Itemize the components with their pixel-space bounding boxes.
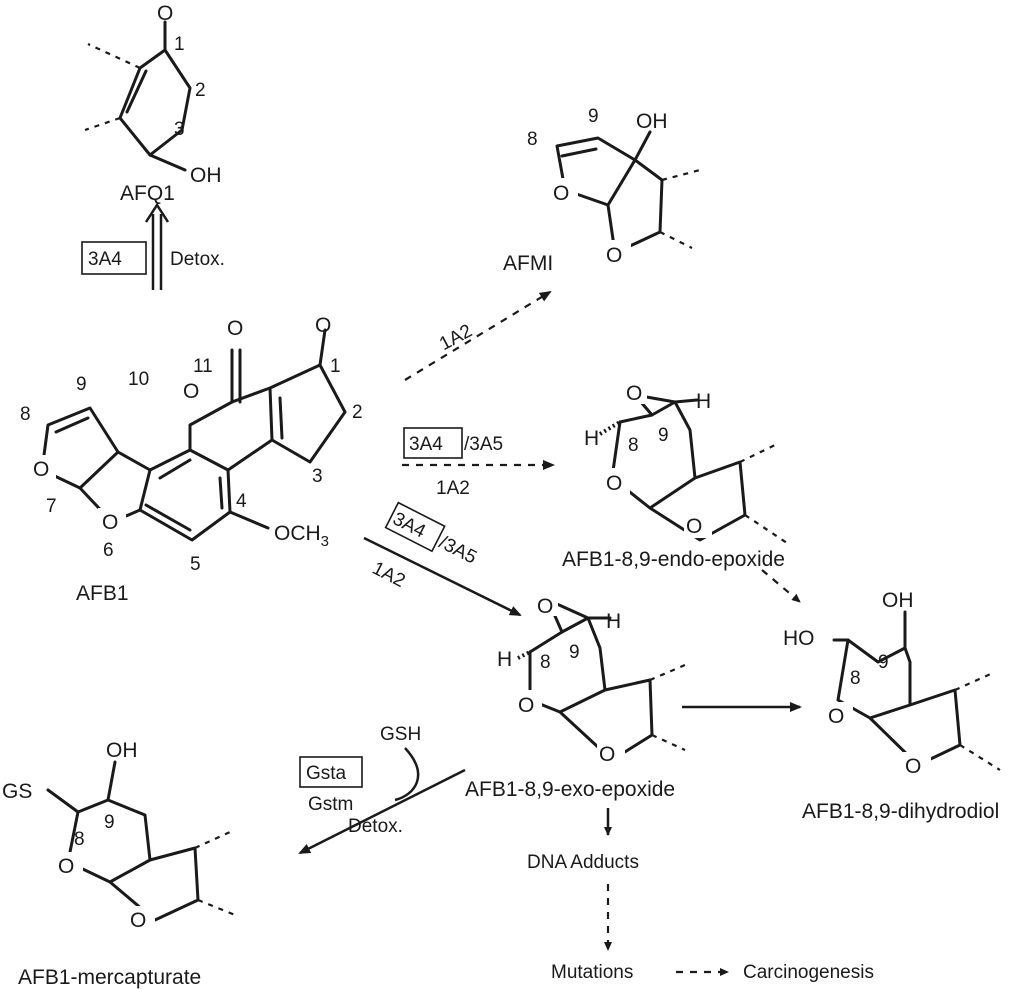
endo-h-8: H bbox=[584, 427, 599, 450]
afmi-ring-o-1: O bbox=[553, 182, 569, 205]
endo-pos-9: 9 bbox=[658, 425, 669, 446]
afb1-pos-2: 2 bbox=[352, 402, 363, 423]
afb1-structure: O O 11 1 2 3 4 5 6 7 8 9 10 O O O OCH3 A… bbox=[20, 314, 363, 605]
afb1-ring-o-6: O bbox=[102, 511, 118, 534]
afq1-label: AFQ1 bbox=[120, 182, 175, 205]
exo-enzyme-3a4: 3A4 bbox=[389, 508, 429, 542]
exo-epoxide-o: O bbox=[537, 595, 553, 618]
afq1-oh: OH bbox=[190, 164, 222, 187]
afb1-pos-3: 3 bbox=[312, 466, 323, 487]
exo-pos-8: 8 bbox=[540, 652, 551, 673]
endo-enzyme-3a4: 3A4 bbox=[409, 434, 443, 455]
exo-enzyme-box bbox=[384, 501, 446, 553]
afb1-lactone-o: O bbox=[227, 317, 243, 340]
mercapturate-pos-8: 8 bbox=[74, 829, 85, 850]
carcinogenesis-label: Carcinogenesis bbox=[743, 962, 874, 983]
mercapturate-gs: GS bbox=[2, 780, 32, 803]
afq1-carbonyl-o: O bbox=[157, 2, 173, 25]
exo-to-mercapturate-arrow: GSH Gsta Gstm Detox. bbox=[298, 724, 466, 855]
gst-enzyme-box bbox=[299, 756, 363, 788]
afb1-to-afq1-arrow: 3A4 Detox. bbox=[81, 202, 225, 290]
gsh-label: GSH bbox=[380, 724, 421, 745]
mercapturate-ring-o-1: O bbox=[58, 855, 74, 878]
afq1-enzyme-3a4: 3A4 bbox=[88, 249, 122, 270]
afb1-to-endo-arrow: 3A4 /3A5 1A2 bbox=[402, 427, 555, 499]
exo-enzyme-1a2: 1A2 bbox=[369, 558, 409, 592]
afmi-structure: 8 9 OH O O AFMI bbox=[503, 106, 701, 275]
afb1-pos-4: 4 bbox=[236, 491, 247, 512]
afq1-structure: O 1 2 3 OH AFQ1 bbox=[84, 2, 222, 205]
afmi-ring-o-2: O bbox=[606, 244, 622, 267]
endo-to-dihydrodiol-arrow bbox=[761, 569, 801, 603]
afmi-oh: OH bbox=[636, 110, 668, 133]
mercapturate-pos-9: 9 bbox=[104, 812, 115, 833]
mercapturate-ring-o-2: O bbox=[130, 909, 146, 932]
dna-pathway: DNA Adducts Mutations Carcinogenesis bbox=[527, 808, 874, 983]
exo-h-8: H bbox=[497, 648, 512, 671]
dihydrodiol-pos-8: 8 bbox=[850, 668, 861, 689]
afb1-pos-8: 8 bbox=[20, 404, 31, 425]
gsta-label: Gsta bbox=[306, 763, 347, 784]
endo-enzyme-1a2: 1A2 bbox=[436, 478, 470, 499]
dihydrodiol-structure: OH HO 8 9 O O AFB1-8,9-dihydrodiol bbox=[783, 589, 1001, 823]
afq1-enzyme-box bbox=[81, 241, 147, 275]
dna-adducts-label: DNA Adducts bbox=[527, 852, 639, 873]
mercapturate-detox-label: Detox. bbox=[348, 816, 403, 837]
endo-epoxide-o: O bbox=[626, 382, 642, 405]
endo-epoxide-label: AFB1-8,9-endo-epoxide bbox=[562, 548, 785, 571]
afb1-pos-5: 5 bbox=[190, 554, 201, 575]
exo-epoxide-label: AFB1-8,9-exo-epoxide bbox=[465, 778, 675, 801]
endo-h-9: H bbox=[696, 390, 711, 413]
endo-ring-o-2: O bbox=[686, 515, 702, 538]
afq1-pos-3: 3 bbox=[174, 119, 185, 140]
endo-enzyme-3a5: /3A5 bbox=[464, 434, 503, 455]
dihydrodiol-label: AFB1-8,9-dihydrodiol bbox=[802, 800, 999, 823]
endo-epoxide-structure: O H H 8 9 O O AFB1-8,9-endo-epoxide bbox=[562, 380, 791, 571]
afb1-pos-6: 6 bbox=[103, 540, 114, 561]
afb1-pos-1: 1 bbox=[330, 356, 341, 377]
dihydrodiol-ho: HO bbox=[783, 627, 815, 650]
afmi-pos-9: 9 bbox=[588, 106, 599, 127]
exo-enzyme-3a5: /3A5 bbox=[436, 532, 480, 568]
exo-ring-o-2: O bbox=[599, 743, 615, 766]
endo-ring-o-1: O bbox=[606, 472, 622, 495]
mutations-label: Mutations bbox=[551, 962, 633, 983]
afb1-pos-9: 9 bbox=[76, 374, 87, 395]
endo-pos-8: 8 bbox=[628, 435, 639, 456]
afq1-detox-label: Detox. bbox=[170, 249, 225, 270]
afb1-ring-o-7: O bbox=[33, 458, 49, 481]
afb1-to-exo-arrow: 3A4 /3A5 1A2 bbox=[363, 501, 522, 617]
dihydrodiol-oh: OH bbox=[882, 589, 914, 612]
endo-enzyme-box bbox=[403, 427, 463, 459]
afb1-pos-11: 11 bbox=[193, 356, 213, 377]
dihydrodiol-ring-o-1: O bbox=[828, 705, 844, 728]
afb1-ring-o-10: O bbox=[183, 380, 199, 403]
mercapturate-oh: OH bbox=[106, 739, 138, 762]
afb1-methoxy: OCH3 bbox=[274, 522, 329, 550]
mercapturate-label: AFB1-mercapturate bbox=[18, 966, 201, 989]
mercapturate-structure: OH GS 8 9 O O AFB1-mercapturate bbox=[2, 739, 236, 989]
afq1-pos-1: 1 bbox=[174, 34, 185, 55]
afb1-pos-7: 7 bbox=[46, 496, 57, 517]
exo-pos-9: 9 bbox=[569, 642, 580, 663]
afb1-label: AFB1 bbox=[76, 582, 129, 605]
afmi-pos-8: 8 bbox=[527, 129, 538, 150]
exo-h-9: H bbox=[606, 610, 621, 633]
afb1-pos-10: 10 bbox=[128, 369, 149, 390]
gstm-label: Gstm bbox=[308, 794, 353, 815]
exo-epoxide-structure: O H H 8 9 O O AFB1-8,9-exo-epoxide bbox=[465, 592, 686, 801]
afb1-to-afmi-arrow: 1A2 bbox=[404, 290, 552, 381]
dihydrodiol-ring-o-2: O bbox=[905, 755, 921, 778]
afq1-pos-2: 2 bbox=[195, 80, 206, 101]
dihydrodiol-pos-9: 9 bbox=[878, 652, 889, 673]
exo-ring-o-1: O bbox=[518, 694, 534, 717]
afb1-ketone-o: O bbox=[315, 314, 331, 337]
afmi-label: AFMI bbox=[503, 252, 553, 275]
